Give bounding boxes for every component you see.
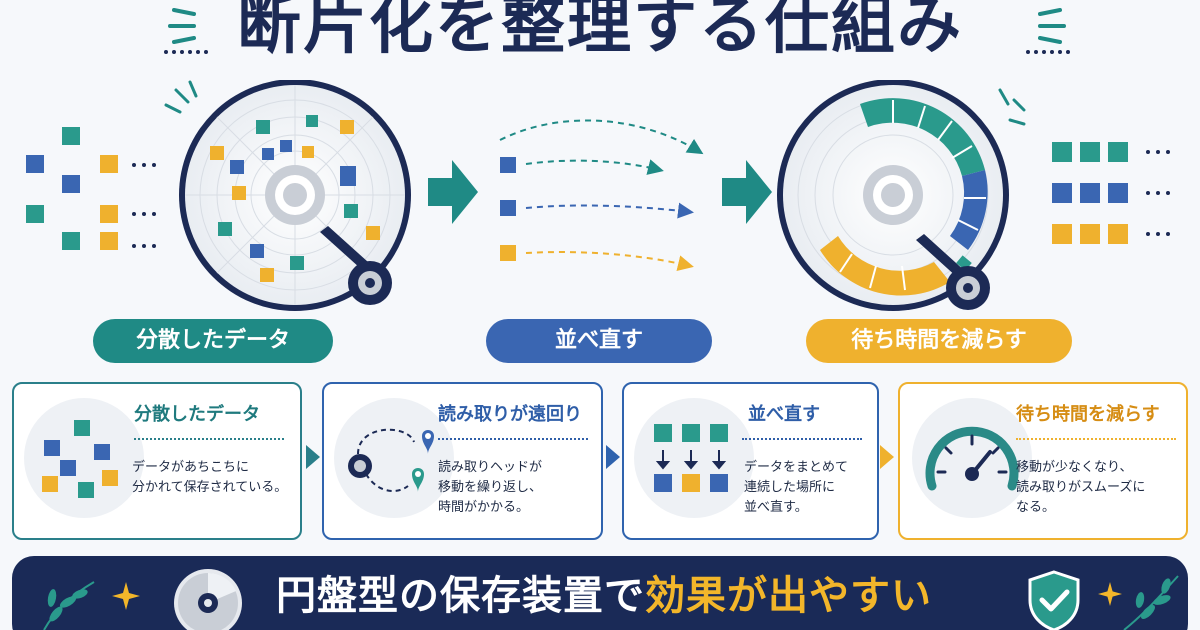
divider (134, 438, 284, 440)
arrow-right-icon (428, 160, 478, 224)
reorder-blocks-icon (654, 424, 728, 492)
step-title: 並べ直す (748, 404, 820, 425)
step-title: 読み取りが遠回り (438, 404, 582, 425)
leaf-icon (1123, 575, 1179, 630)
chevron-right-icon (880, 445, 894, 469)
step-body: データをまとめて 連続した場所に 並べ直す。 (744, 460, 849, 515)
step-card-detour: 読み取りが遠回り 読み取りヘッドが 移動を繰り返し、 時間がかかる。 (322, 382, 603, 540)
disk-icon (164, 80, 411, 311)
step-card-reduce-wait: 待ち時間を減らす 移動が少なくなり、 読み取りがスムーズに なる。 (898, 382, 1188, 540)
divider (742, 438, 862, 440)
map-pin-icon (348, 428, 434, 492)
scattered-blocks (26, 127, 156, 250)
step-illustration (634, 398, 754, 518)
step-body: データがあちこちに 分かれて保存されている。 (132, 460, 288, 495)
chevron-right-icon (606, 445, 620, 469)
star-icon (112, 582, 140, 610)
divider (1016, 438, 1176, 440)
banner-text-highlight: 効果が出やすい (645, 573, 932, 619)
speedometer-icon (925, 426, 1019, 491)
scattered-blocks-icon (42, 420, 118, 498)
page-title: 断片化を整理する仕組み (237, 0, 963, 63)
defrag-illustration (26, 80, 1170, 311)
stage-pill-reduce-wait: 待ち時間を減らす (806, 319, 1072, 363)
stage-pill-scattered: 分散したデータ (93, 319, 333, 363)
step-body: 読み取りヘッドが 移動を繰り返し、 時間がかかる。 (438, 460, 543, 515)
shield-check-icon (1028, 570, 1080, 630)
organized-blocks (1052, 142, 1170, 244)
chevron-right-icon (306, 445, 320, 469)
arrow-right-icon (722, 160, 772, 224)
step-card-scattered: 分散したデータ データがあちこちに 分かれて保存されている。 (12, 382, 302, 540)
step-body: 移動が少なくなり、 読み取りがスムーズに なる。 (1016, 460, 1146, 515)
leaf-icon (43, 581, 95, 630)
step-card-reorder: 並べ直す データをまとめて 連続した場所に 並べ直す。 (622, 382, 879, 540)
step-title: 分散したデータ (134, 404, 260, 425)
stage-pill-reorder: 並べ直す (486, 319, 712, 363)
sparkle-icon (1026, 8, 1070, 54)
step-title: 待ち時間を減らす (1016, 404, 1160, 425)
sparkle-icon (164, 8, 208, 54)
disk-icon (777, 80, 1026, 311)
disk-icon (174, 569, 242, 630)
reorder-flow (499, 119, 704, 271)
banner-headline: 円盤型の保存装置で効果が出やすい (276, 568, 932, 624)
star-icon (1098, 582, 1122, 606)
divider (438, 438, 588, 440)
banner-text-main: 円盤型の保存装置で (276, 573, 645, 619)
